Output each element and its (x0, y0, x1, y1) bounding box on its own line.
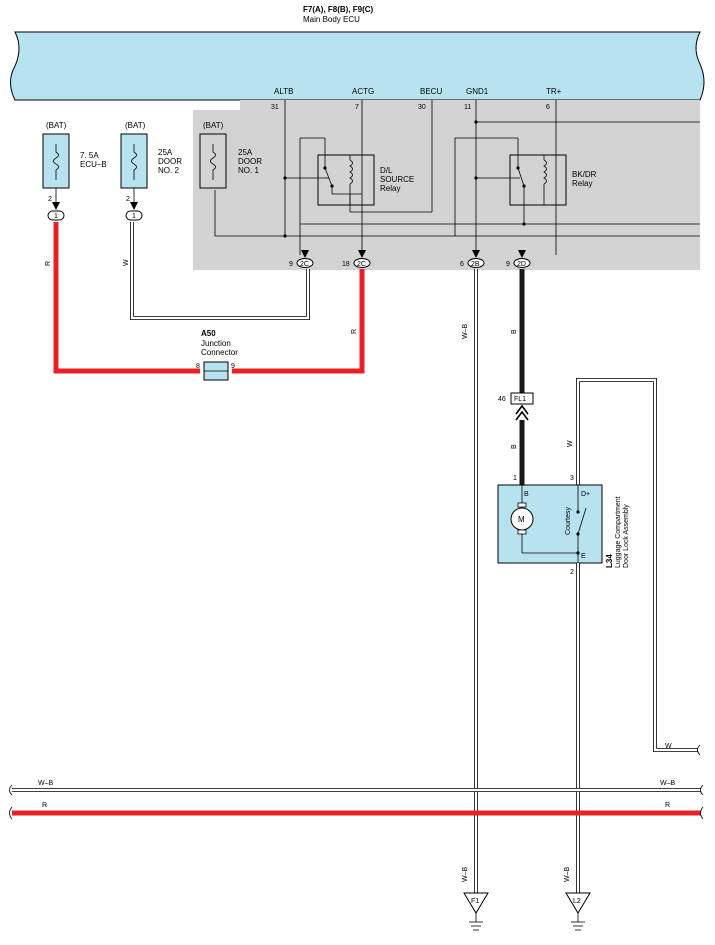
assembly-pin-e: 2 (570, 569, 574, 576)
fuse1-rating: 7. 5A (80, 151, 99, 160)
ecu-bottom-connector-3: 2B 6 (460, 250, 485, 268)
bus-red-label-right: R (665, 802, 670, 809)
wire-wb-label-3: W–B (564, 867, 571, 883)
ecu-connectors-label: F7(A), F8(B), F9(C) (303, 5, 374, 14)
assembly-id: L34 (605, 554, 614, 568)
fuse3-rating: 25A (238, 148, 253, 157)
ecu-internal-region (193, 100, 700, 270)
relay1-label-line3: Relay (380, 184, 400, 193)
terminal-tr-label: TR+ (546, 87, 562, 96)
relay2-label-line1: BK/DR (572, 170, 597, 179)
terminal-gnd1-label: GND1 (466, 87, 489, 96)
wire-wb-label-1: W–B (462, 324, 469, 340)
junction-line1: Junction (201, 339, 231, 348)
wire-red-label-1: R (45, 261, 52, 266)
assembly-name-line2: Door Lock Assembly (623, 504, 630, 568)
wire-wb-label-2: W–B (462, 867, 469, 883)
terminal-becu-label: BECU (420, 87, 442, 96)
fuse2-rating: 25A (158, 148, 173, 157)
wire-red-fuse1 (53, 222, 200, 374)
fuse1-name: ECU–B (80, 160, 107, 169)
connector-2c-a-id: 2C (300, 261, 309, 268)
bus-wb-label-right: W–B (660, 780, 676, 787)
connector-2b-pin: 6 (460, 261, 464, 268)
assembly-name-line1: Luggage Compartment (615, 496, 622, 568)
luggage-door-lock-assembly: 1 3 2 B D+ E M Courtesy (497, 475, 603, 576)
ecu-name-label: Main Body ECU (303, 15, 360, 24)
fuse1-conn: 1 (54, 213, 58, 220)
inline-connector-fl1: FL1 46 (498, 392, 534, 421)
junction-pin-right: 9 (231, 363, 235, 370)
junction-line2: Connector (201, 348, 238, 357)
fl1-name: FL1 (514, 396, 526, 403)
connector-2c-a-pin: 9 (289, 261, 293, 268)
ecu-bottom-connector-1: 2C 9 (289, 250, 314, 268)
fuse3-number: NO. 1 (238, 166, 259, 175)
fuse2-source: (BAT) (125, 121, 146, 130)
wire-white-dplus (576, 378, 700, 752)
assembly-terminal-b: B (524, 491, 529, 498)
switch-label: Courtesy (565, 506, 572, 535)
terminal-becu-pin: 30 (418, 104, 426, 111)
fuse3-name: DOOR (238, 157, 262, 166)
fuse2-pin: 2 (126, 196, 130, 203)
terminal-altb-pin: 31 (271, 104, 279, 111)
terminal-actg-label: ACTG (352, 87, 374, 96)
ground-l2-label: L2 (573, 898, 581, 905)
fuse1-pin: 2 (48, 196, 52, 203)
fuse2-name: DOOR (158, 157, 182, 166)
bus-red-label-left: R (42, 802, 47, 809)
assembly-pin-b: 1 (513, 475, 517, 482)
terminal-gnd1-pin: 11 (464, 104, 471, 111)
bus-wb-label-left: W–B (38, 780, 54, 787)
fuse-door-no1: (BAT) 25A DOOR NO. 1 (199, 121, 262, 189)
assembly-pin-dplus: 3 (570, 475, 574, 482)
connector-2c-b-id: 2C (357, 261, 366, 268)
wire-white-label-2: W (567, 440, 574, 447)
relay1-label-line2: SOURCE (380, 175, 414, 184)
wire-black-label-1: B (511, 329, 518, 334)
ground-f1: F1 (463, 892, 489, 931)
relay1-label-line1: D/L (380, 166, 393, 175)
motor-symbol: M (518, 515, 525, 524)
terminal-tr-pin: 6 (546, 104, 550, 111)
fuse-ecu-b: (BAT) 7. 5A ECU–B 2 1 (42, 121, 107, 221)
terminal-altb-label: ALTB (274, 87, 293, 96)
fl1-pin: 46 (498, 396, 506, 403)
bus-red (9, 806, 704, 820)
assembly-terminal-dplus: D+ (581, 491, 590, 498)
junction-id: A50 (201, 329, 216, 338)
terminal-actg-pin: 7 (355, 104, 359, 111)
ecu-bottom-connector-4: 2D 9 (506, 250, 531, 268)
junction-connector-a50: A50 Junction Connector 8 9 (196, 329, 238, 381)
fuse3-source: (BAT) (203, 121, 224, 130)
wire-white-label-1: W (123, 259, 130, 266)
wire-red-actg (232, 269, 365, 374)
assembly-terminal-e: E (581, 553, 586, 560)
fuse2-conn: 1 (132, 213, 136, 220)
wire-black-label-2: B (511, 444, 518, 449)
connector-2c-b-pin: 18 (342, 261, 350, 268)
ground-l2: L2 (565, 892, 591, 931)
ecu-internal-wiring (214, 100, 700, 255)
connector-2d-pin: 9 (506, 261, 510, 268)
ecu-bottom-connector-2: 2C 18 (342, 250, 371, 268)
bus-wb (9, 784, 704, 796)
wire-red-label-2: R (351, 329, 358, 334)
fuse1-source: (BAT) (46, 121, 67, 130)
connector-2d-id: 2D (517, 261, 526, 268)
connector-2b-id: 2B (471, 261, 480, 268)
fuse-door-no2: (BAT) 25A DOOR NO. 2 2 1 (120, 121, 182, 221)
fuse2-number: NO. 2 (158, 166, 179, 175)
wire-white-label-3: W (665, 743, 672, 750)
ground-f1-label: F1 (471, 898, 479, 905)
junction-pin-left: 8 (196, 363, 200, 370)
wire-white-fuse2 (130, 222, 310, 320)
relay2-label-line2: Relay (572, 179, 592, 188)
